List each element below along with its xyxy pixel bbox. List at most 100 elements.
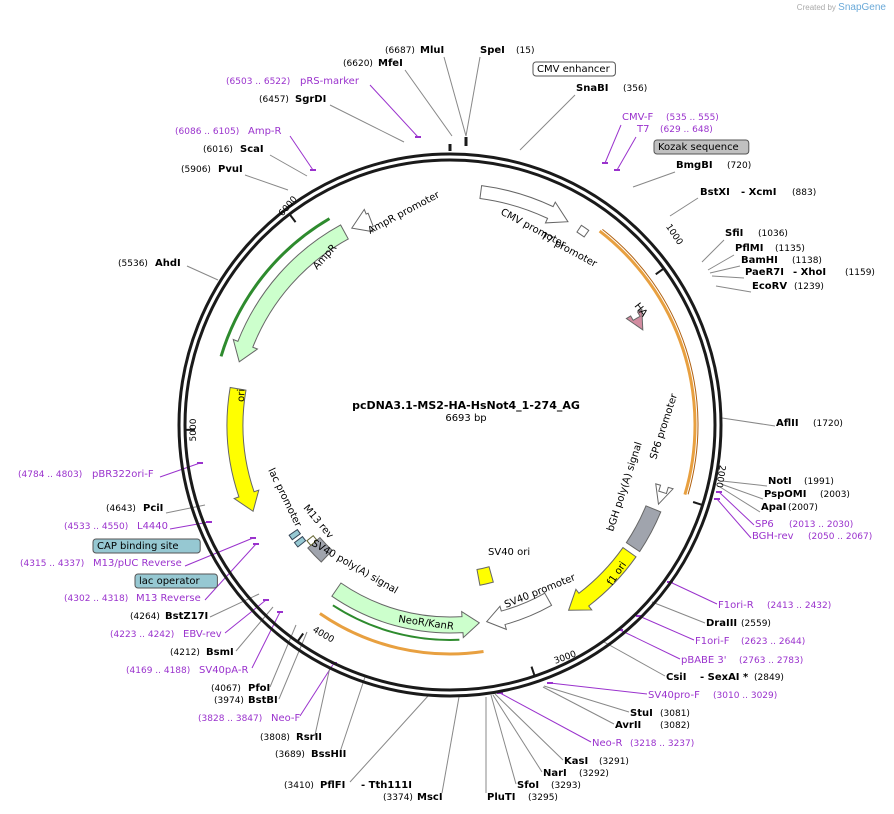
site-pcii[interactable]: PciI(4643): [106, 503, 163, 514]
site-name-pspomi: PspOMI: [764, 489, 806, 500]
ha-feature[interactable]: [625, 308, 644, 331]
site-xcmi[interactable]: (883): [792, 188, 816, 198]
site-bsmi[interactable]: BsmI(4212): [170, 647, 234, 658]
tick-mark: [296, 632, 305, 643]
site-pspomi[interactable]: PspOMI(2003): [764, 489, 850, 500]
amprprom-feature[interactable]: [350, 208, 374, 233]
site-m13-reverse[interactable]: M13 Reverse(4302 .. 4318): [64, 593, 201, 604]
lacop-feature[interactable]: [293, 535, 307, 548]
site-pos-mfei: (6620): [343, 59, 373, 69]
f1ori-feature[interactable]: [567, 546, 637, 611]
site-bsshii[interactable]: BssHII(3689): [275, 749, 346, 760]
site-aflii[interactable]: AflII(1720): [776, 418, 843, 429]
ampr-feature[interactable]: [232, 224, 349, 363]
site-name-noti: NotI: [768, 476, 792, 487]
site-draiii[interactable]: DraIII(2559): [706, 618, 771, 629]
site-bamhi[interactable]: BamHI(1138): [741, 255, 822, 266]
site-labels: MluI(6687) SpeI(15) MfeI(6620) pRS-marker(6…: [18, 45, 875, 803]
site-bgh-rev[interactable]: BGH-rev(2050 .. 2067): [752, 531, 872, 542]
site-pluti[interactable]: PluTI(3295): [487, 792, 558, 803]
site-kasi[interactable]: KasI(3291): [564, 756, 629, 767]
site-pos-sgrdi: (6457): [259, 95, 289, 105]
site-pflmi[interactable]: PflMI(1135): [735, 243, 805, 254]
sv40pa-feature[interactable]: [307, 536, 333, 563]
site-pos-bgh-rev: (2050 .. 2067): [808, 532, 872, 542]
bgh-feature[interactable]: [625, 505, 662, 553]
site-ebv-rev[interactable]: EBV-rev(4223 .. 4242): [110, 629, 222, 640]
site-sp6[interactable]: SP6(2013 .. 2030): [755, 519, 853, 530]
site-scai[interactable]: ScaI(6016): [203, 144, 264, 155]
site-pos-pbabe-3: (2763 .. 2783): [739, 656, 803, 666]
leader-paer7i: [711, 275, 745, 279]
site-snabi[interactable]: SnaBI(356): [576, 83, 647, 94]
site-sfii[interactable]: SfiI(1036): [725, 228, 788, 239]
ori-feature[interactable]: [226, 386, 260, 513]
site-bstbi[interactable]: BstBI(3974): [214, 695, 278, 706]
site-pos-pflmi: (1135): [775, 244, 805, 254]
tick-mark: [692, 501, 703, 506]
site-pos-stui: (3081): [660, 709, 690, 719]
site-stui[interactable]: StuI(3081): [630, 708, 690, 719]
site-bstxi[interactable]: BstXI- XcmI: [700, 187, 776, 198]
site-f1ori-f[interactable]: F1ori-F(2623 .. 2644): [695, 636, 805, 647]
leader-f1ori-r: [669, 581, 718, 605]
site-pflfi[interactable]: PflFI- Tth111I(3410): [284, 780, 412, 791]
site-sfoi[interactable]: SfoI(3293): [517, 780, 581, 791]
amprprom-label-group: AmpR promoter: [366, 189, 442, 236]
site-neo-f[interactable]: Neo-F(3828 .. 3847): [198, 713, 301, 724]
site-mfei[interactable]: MfeI(6620): [343, 58, 403, 69]
site-pos-pfoi: (4067): [211, 684, 241, 694]
site-sexai[interactable]: (2849): [754, 673, 784, 683]
site-pbr322ori-f[interactable]: pBR322ori-F(4784 .. 4803): [18, 469, 154, 480]
site-bmgbi[interactable]: BmgBI(720): [676, 160, 751, 171]
site-pos-m13-puc-reverse: (4315 .. 4337): [20, 559, 84, 569]
site-nari[interactable]: NarI(3292): [543, 768, 609, 779]
leader-bstxi: [669, 197, 699, 217]
site-ecorv[interactable]: EcoRV(1239): [752, 281, 824, 292]
site-sgrdi[interactable]: SgrDI(6457): [259, 94, 326, 105]
site-amp-r[interactable]: Amp-R(6086 .. 6105): [175, 126, 282, 137]
site-pfoi[interactable]: PfoI(4067): [211, 683, 270, 694]
site-name-f1ori-f: F1ori-F: [695, 636, 730, 647]
orf-outline-neor: [319, 612, 484, 656]
site-t7[interactable]: T7(629 .. 648): [636, 124, 713, 135]
site-noti[interactable]: NotI(1991): [768, 476, 834, 487]
site-l4440[interactable]: L4440(4533 .. 4550): [64, 521, 168, 532]
leader-bsmi: [235, 606, 274, 652]
plasmid-name: pcDNA3.1-MS2-HA-HsNot4_1-274_AG: [352, 399, 580, 412]
site-pvui[interactable]: PvuI(5906): [181, 164, 243, 175]
site-bstz17i[interactable]: BstZ17I(4264): [130, 611, 208, 622]
site-pos-amp-r: (6086 .. 6105): [175, 127, 239, 137]
site-paer7i[interactable]: PaeR7I- XhoI: [745, 267, 826, 278]
m13rev-feature[interactable]: [306, 535, 318, 547]
site-sv40pro-f[interactable]: SV40pro-F(3010 .. 3029): [648, 690, 777, 701]
cmv-prom-feature[interactable]: [479, 185, 569, 224]
site-prs-marker[interactable]: pRS-marker(6503 .. 6522): [226, 76, 360, 87]
site-xhoi[interactable]: (1159): [845, 268, 875, 278]
site-pbabe-3[interactable]: pBABE 3'(2763 .. 2783): [681, 655, 803, 666]
site-rsrii[interactable]: RsrII(3808): [260, 732, 322, 743]
sv40prom-feature[interactable]: [485, 592, 553, 631]
site-pos-mlui: (6687): [385, 46, 415, 56]
site-avrii[interactable]: AvrII(3082): [615, 720, 690, 731]
neor-feature[interactable]: [331, 582, 481, 639]
t7-prom-feature[interactable]: [576, 224, 590, 238]
cap-feature[interactable]: [288, 528, 302, 541]
site-m13-puc-reverse[interactable]: M13/pUC Reverse(4315 .. 4337): [20, 558, 182, 569]
site-mlui[interactable]: MluI(6687): [385, 45, 444, 56]
site-spei[interactable]: SpeI(15): [480, 45, 534, 56]
site-csii[interactable]: CsiI- SexAI *: [666, 672, 749, 683]
ampr-green-line: [219, 217, 331, 357]
site-f1ori-r[interactable]: F1ori-R(2413 .. 2432): [718, 600, 831, 611]
site-cmv-f[interactable]: CMV-F(535 .. 555): [622, 112, 719, 123]
site-apai[interactable]: ApaI(2007): [761, 502, 818, 513]
site-neo-r[interactable]: Neo-R(3218 .. 3237): [592, 738, 694, 749]
sp6-prom-feature[interactable]: [655, 483, 674, 506]
sv40ori-feature[interactable]: [476, 566, 494, 586]
site-name-sv40pa-r: SV40pA-R: [199, 665, 248, 676]
site-ahdi[interactable]: AhdI(5536): [118, 258, 181, 269]
site-name-apai: ApaI: [761, 502, 786, 513]
site-msci[interactable]: MscI(3374): [383, 792, 443, 803]
site-sv40pa-r[interactable]: SV40pA-R(4169 .. 4188): [126, 665, 248, 676]
site-name-ahdi: AhdI: [155, 258, 181, 269]
